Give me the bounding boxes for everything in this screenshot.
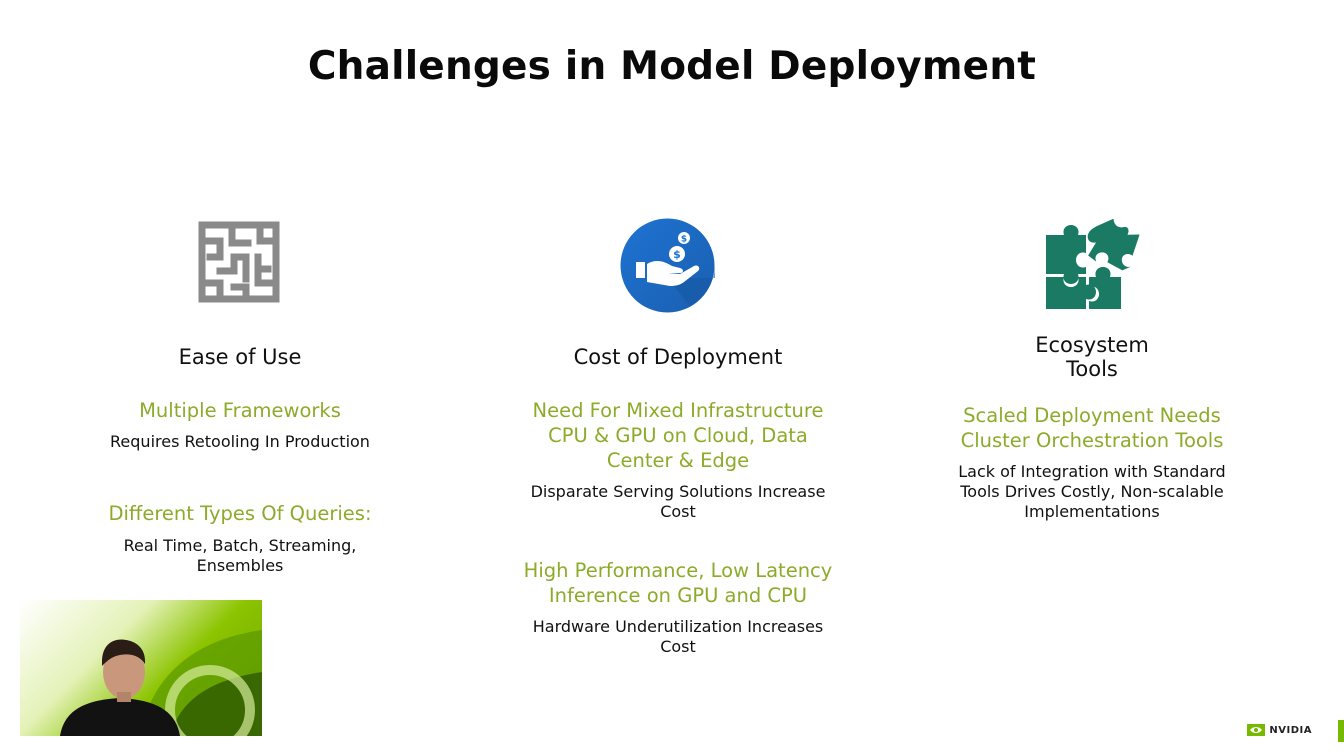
puzzle-icon (1046, 219, 1140, 309)
column-heading: Tools (1066, 357, 1118, 381)
slide-title: Challenges in Model Deployment (307, 44, 1037, 89)
column-heading: Cost of Deployment (573, 345, 783, 369)
highlight-text: Cluster Orchestration Tools (960, 429, 1224, 452)
highlight-text: Multiple Frameworks (139, 399, 341, 422)
highlight-text: Need For Mixed Infrastructure (532, 399, 824, 422)
svg-text:$: $ (681, 235, 687, 245)
nvidia-logo-text: NVIDIA (1269, 724, 1312, 736)
svg-text:$: $ (673, 248, 681, 261)
presenter-image (60, 630, 262, 736)
highlight-text: High Performance, Low Latency (523, 559, 833, 582)
detail-text: Disparate Serving Solutions Increase (530, 482, 826, 501)
nvidia-eye-icon (1247, 724, 1266, 736)
detail-text: Tools Drives Costly, Non-scalable (960, 482, 1224, 501)
column-heading: Ease of Use (178, 345, 302, 369)
detail-text: Hardware Underutilization Increases (532, 617, 824, 636)
highlight-text: Inference on GPU and CPU (548, 584, 808, 607)
highlight-text: Different Types Of Queries: (108, 502, 372, 525)
detail-text: Real Time, Batch, Streaming, (123, 536, 357, 555)
brand-corner-mark (1338, 720, 1344, 742)
presenter-webcam (20, 600, 262, 736)
hand-money-icon: $ $ (620, 218, 715, 313)
column-ease-of-use: Ease of Use (80, 345, 400, 369)
nvidia-logo: NVIDIA (1247, 724, 1312, 736)
detail-text: Lack of Integration with Standard (958, 462, 1226, 481)
highlight-text: Center & Edge (606, 449, 750, 472)
detail-text: Cost (660, 502, 696, 521)
detail-text: Cost (660, 637, 696, 656)
highlight-text: CPU & GPU on Cloud, Data (548, 424, 808, 447)
maze-icon (198, 221, 280, 303)
detail-text: Ensembles (196, 556, 284, 575)
highlight-text: Scaled Deployment Needs (963, 404, 1221, 427)
column-heading: Ecosystem (1035, 333, 1149, 357)
detail-text: Requires Retooling In Production (110, 432, 370, 451)
detail-text: Implementations (1024, 502, 1160, 521)
